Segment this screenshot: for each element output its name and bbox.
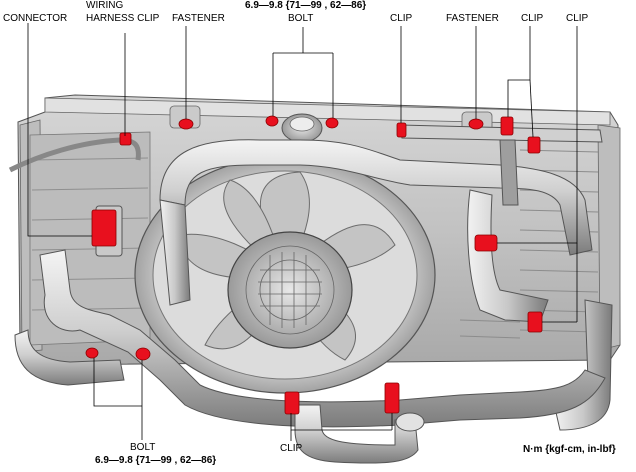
bolt-top-right-highlight <box>325 117 339 129</box>
clip-top-right-b-highlight <box>527 136 541 154</box>
label-connector: CONNECTOR <box>3 13 68 24</box>
clip-right-lower-highlight <box>527 311 543 333</box>
clip-bottom-left-highlight <box>284 391 300 415</box>
clip-right-hose-highlight <box>474 234 498 252</box>
coolant-hoses <box>8 124 613 464</box>
bolt-bottom-left-highlight <box>85 347 99 359</box>
clip-bottom-right-highlight <box>384 382 400 414</box>
label-fastener-right: FASTENER <box>446 13 499 24</box>
label-clip-bottom: CLIP <box>280 443 303 454</box>
bolt-bottom-right-highlight <box>135 347 151 361</box>
label-clip-top-center: CLIP <box>390 13 413 24</box>
label-wiring-line1: WIRING <box>86 0 124 11</box>
label-bolt-top: BOLT <box>288 13 314 24</box>
label-bolt-bottom: BOLT <box>130 442 156 453</box>
bolt-top-left-highlight <box>265 115 279 127</box>
label-clip-top-right-b: CLIP <box>566 13 589 24</box>
label-torque-bottom: 6.9—9.8 {71—99 , 62—86} <box>95 455 217 466</box>
cooling-fan <box>134 156 436 394</box>
fastener-left-highlight <box>178 118 194 130</box>
highlighted-parts <box>85 115 543 415</box>
clip-top-right-a-highlight <box>500 116 514 136</box>
label-harness-clip-line2: HARNESS CLIP <box>86 13 160 24</box>
clip-top-center-highlight <box>396 122 407 138</box>
label-torque-top: 6.9—9.8 {71—99 , 62—86} <box>245 0 367 11</box>
wiring-harness-clip-highlight <box>119 132 132 146</box>
leader-lines <box>27 23 578 441</box>
label-unit-note: N·m {kgf-cm, in-lbf} <box>523 444 616 455</box>
fastener-right-highlight <box>468 118 484 130</box>
connector-highlight <box>91 209 117 247</box>
label-fastener-left: FASTENER <box>172 13 225 24</box>
label-clip-top-right-a: CLIP <box>521 13 544 24</box>
